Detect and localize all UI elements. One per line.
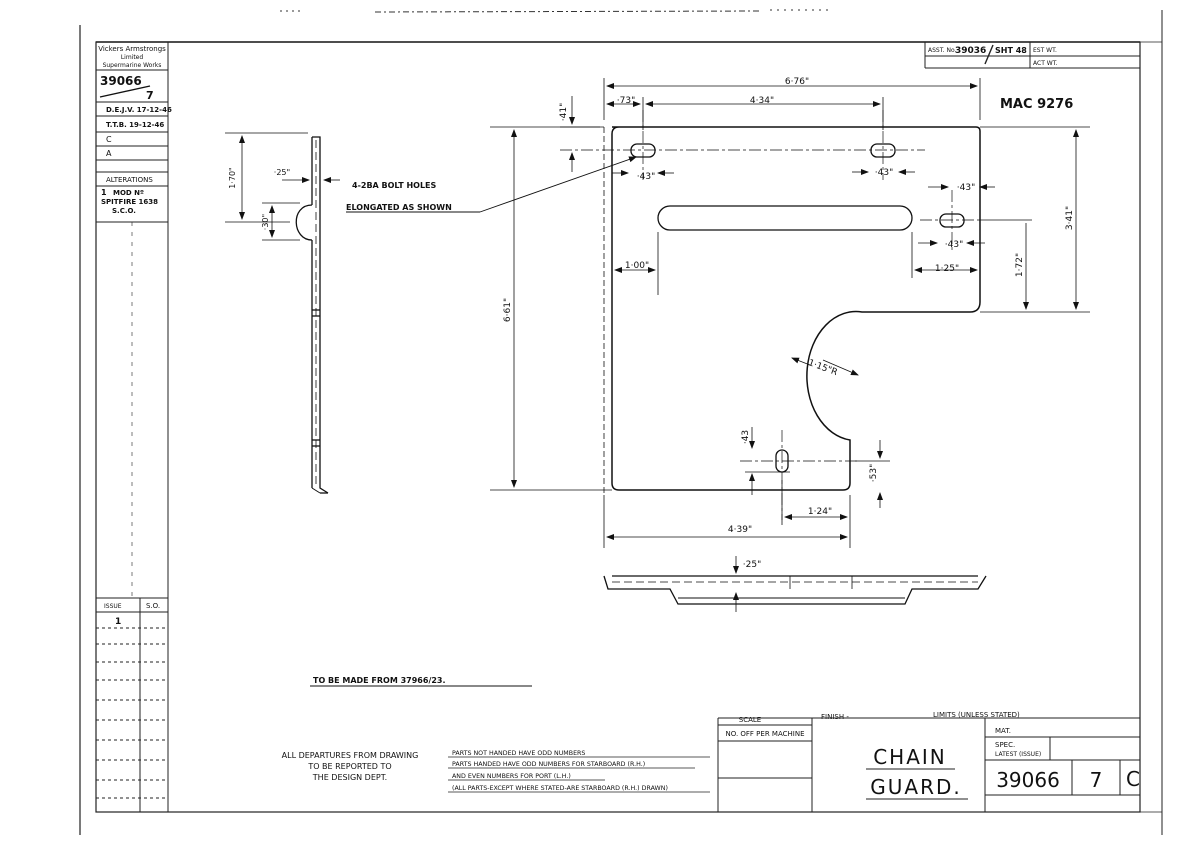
departures-line2: TO BE REPORTED TO bbox=[307, 762, 391, 771]
long-slot bbox=[657, 205, 913, 231]
dim-overall-width: 6·76" bbox=[785, 77, 809, 87]
plan-dimension-text: 6·76" ·73" 4·34" ·41" ·43" ·43" ·43" ·43… bbox=[503, 77, 1075, 535]
centre-lines bbox=[560, 110, 980, 520]
est-weight-label: EST WT. bbox=[1033, 47, 1057, 54]
company-line3: Supermarine Works bbox=[103, 62, 162, 69]
bottom-drawing-no: 39066 bbox=[996, 768, 1060, 792]
plate-outline bbox=[603, 126, 981, 495]
latest-issue-label: LATEST (ISSUE) bbox=[995, 751, 1041, 758]
spec-label: SPEC. bbox=[995, 741, 1015, 749]
dim-341: 3·41" bbox=[1065, 206, 1075, 230]
left-title-block bbox=[96, 42, 169, 812]
dim-439: 4·39" bbox=[728, 525, 752, 535]
bolt-note-line1: 4-2BA BOLT HOLES bbox=[352, 181, 437, 190]
assembly-text: ASST. No. 39036 SHT 48 EST WT. ACT WT. bbox=[928, 46, 1058, 67]
dim-radius: 1·15"R bbox=[807, 358, 839, 378]
alteration-issue: 1 bbox=[101, 188, 107, 197]
departures-line1: ALL DEPARTURES FROM DRAWING bbox=[282, 751, 419, 760]
alteration-text3: S.C.O. bbox=[112, 207, 136, 215]
handing-note-3: AND EVEN NUMBERS FOR PORT (L.H.) bbox=[452, 773, 571, 780]
dim-434: 4·34" bbox=[750, 96, 774, 106]
assembly-sheet: SHT 48 bbox=[995, 46, 1027, 55]
left-drawing-no: 39066 bbox=[100, 74, 142, 88]
dim-125: 1·25" bbox=[935, 264, 959, 274]
part-title-line2: GUARD. bbox=[870, 775, 961, 799]
side-dim-170: 1·70" bbox=[228, 167, 237, 189]
bolt-note-line2: ELONGATED AS SHOWN bbox=[346, 203, 452, 212]
scale-label: SCALE bbox=[739, 716, 761, 724]
dim-172: 1·72" bbox=[1015, 253, 1025, 277]
mac-number: MAC 9276 bbox=[1000, 97, 1073, 112]
dim-053: ·53" bbox=[869, 464, 879, 482]
assembly-number: 39036 bbox=[955, 46, 986, 56]
alteration-text2: SPITFIRE 1638 bbox=[101, 198, 158, 206]
assembly-box bbox=[924, 42, 1140, 69]
act-weight-label: ACT WT. bbox=[1033, 60, 1058, 67]
side-dim-030: ·30" bbox=[261, 214, 270, 230]
dim-slot-c: ·43" bbox=[957, 183, 975, 193]
plan-dimensions bbox=[490, 78, 1090, 548]
material-note: TO BE MADE FROM 37966/23. bbox=[313, 676, 446, 685]
company-line2: Limited bbox=[121, 54, 144, 61]
limits-label: LIMITS (UNLESS STATED) bbox=[933, 711, 1020, 719]
bottom-sheet-no: 7 bbox=[1090, 768, 1103, 792]
assembly-label: ASST. No. bbox=[928, 47, 957, 54]
handing-note-2: PARTS HANDED HAVE ODD NUMBERS FOR STARBO… bbox=[452, 761, 645, 768]
dim-025-bottom: ·25" bbox=[743, 560, 761, 570]
handing-note-1: PARTS NOT HANDED HAVE ODD NUMBERS bbox=[452, 750, 585, 757]
issue-letter: C bbox=[1126, 767, 1140, 791]
dim-124: 1·24" bbox=[808, 507, 832, 517]
dim-041: ·41" bbox=[559, 103, 569, 121]
dim-661: 6·61" bbox=[503, 298, 513, 322]
bottom-title-text: SCALE FINISH - LIMITS (UNLESS STATED) NO… bbox=[282, 711, 1140, 799]
side-view bbox=[225, 132, 340, 494]
finish-label: FINISH - bbox=[821, 713, 849, 721]
handing-note-4: (ALL PARTS-EXCEPT WHERE STATED-ARE STARB… bbox=[452, 785, 668, 792]
bolt-note-leader bbox=[346, 156, 637, 213]
company-line1: Vickers Armstrongs bbox=[98, 45, 166, 53]
left-title-text: Vickers Armstrongs Limited Supermarine W… bbox=[98, 45, 172, 627]
side-dim-025: ·25" bbox=[274, 168, 290, 177]
dim-073: ·73" bbox=[617, 96, 635, 106]
alterations-label: ALTERATIONS bbox=[106, 176, 153, 184]
sheet-border bbox=[79, 10, 1163, 835]
approved-by: A bbox=[106, 149, 112, 158]
traced-by: T.T.B. 19-12-46 bbox=[106, 121, 164, 129]
issue-label: ISSUE bbox=[104, 603, 122, 610]
issue-initials: S.O. bbox=[146, 602, 160, 610]
bottom-title-block bbox=[448, 717, 1140, 812]
part-title-line1: CHAIN bbox=[873, 745, 947, 769]
mat-label: MAT. bbox=[995, 727, 1011, 735]
dim-043: ·43 bbox=[741, 430, 751, 444]
drawn-by: D.E.J.V. 17-12-46 bbox=[106, 106, 172, 114]
edge-view bbox=[603, 556, 987, 612]
dim-slot-d: ·43" bbox=[945, 240, 963, 250]
issue-entry: 1 bbox=[115, 617, 121, 627]
departures-line3: THE DESIGN DEPT. bbox=[312, 773, 387, 782]
no-off-label: NO. OFF PER MACHINE bbox=[725, 730, 804, 738]
alteration-text1: MOD Nº bbox=[113, 189, 144, 197]
dim-slot-a: ·43" bbox=[637, 172, 655, 182]
dim-slot-b: ·43" bbox=[875, 168, 893, 178]
left-sheet-no: 7 bbox=[146, 89, 154, 102]
dim-100: 1·00" bbox=[625, 261, 649, 271]
scan-noise bbox=[280, 9, 830, 13]
plate-features bbox=[630, 143, 965, 473]
checked-by: C bbox=[106, 135, 112, 144]
